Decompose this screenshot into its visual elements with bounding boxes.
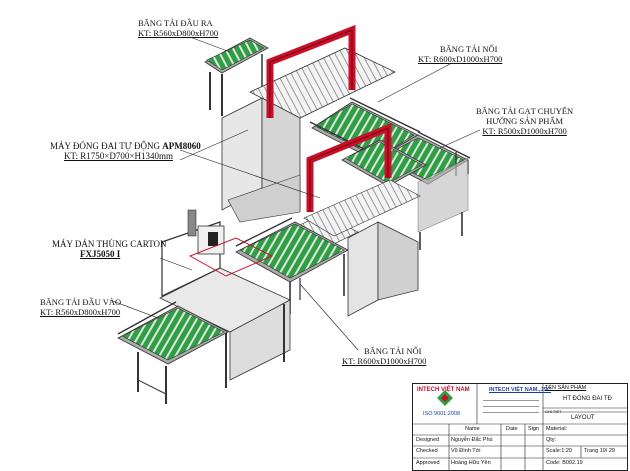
- strapping-machine-title: MÁY ĐÓNG ĐAI TỰ ĐỘNG: [50, 141, 163, 151]
- label-input-conveyor: BĂNG TẢI ĐẦU VÀO KT: R560xD800xH700: [40, 297, 121, 317]
- output-conveyor: [204, 37, 269, 116]
- qty-field: Qty:: [546, 437, 557, 443]
- row-approved-name: Hoàng Hữu Yên: [451, 460, 491, 466]
- scale-field: Scale:1:20: [546, 448, 572, 454]
- input-conveyor-size: KT: R560xD800xH700: [40, 307, 121, 317]
- output-conveyor-size: KT: R560xD800xH700: [138, 28, 219, 38]
- header-name: Name: [465, 426, 480, 432]
- row-checked-name: Vũ Đình Tới: [451, 448, 481, 454]
- project-label: TÊN SẢN PHẨM: [545, 385, 587, 391]
- carton-sealer-title: MÁY DÁN THÙNG CARTON: [52, 239, 167, 249]
- code-field: Code: B002.19: [546, 460, 583, 466]
- output-conveyor-title: BĂNG TẢI ĐẦU RA: [138, 18, 213, 28]
- side-conveyor-size: KT: R500xD1000xH700: [482, 126, 567, 136]
- middle-belt-conveyor: [341, 139, 427, 187]
- row-checked-role: Checked: [416, 448, 438, 454]
- drawing-label: CHI TIẾT: [545, 409, 562, 414]
- input-conveyor-title: BĂNG TẢI ĐẦU VÀO: [40, 297, 122, 307]
- bottom-conveyor-title: BĂNG TẢI NỐI: [364, 346, 422, 356]
- header-sign: Sign: [528, 426, 540, 432]
- row-approved-role: Approved: [416, 460, 440, 466]
- top-conveyor-title: BĂNG TẢI NỐI: [440, 44, 498, 54]
- carton-sealer-model: FXJ5050 I: [80, 249, 121, 259]
- leader-lines: [109, 36, 481, 351]
- strapping-machine-size: KT: R1750×D700×H1340mm: [64, 151, 173, 161]
- title-block-grid: [413, 384, 627, 470]
- company-address: [483, 395, 539, 417]
- strapping-machine-model: APM8060: [162, 141, 201, 151]
- row-designed-role: Designed: [416, 437, 440, 443]
- title-block: INTECH VIỆT NAM ISO 9001:2008 INTECH VIỆ…: [412, 383, 628, 471]
- carton-sealer-machine: [159, 209, 291, 388]
- iso-text: ISO 9001:2008: [423, 411, 461, 417]
- label-strapping-machine: MÁY ĐÓNG ĐAI TỰ ĐỘNG APM8060 KT: R1750×D…: [50, 141, 201, 161]
- header-date: Date: [506, 426, 518, 432]
- side-conveyor-title: BĂNG TẢI GẠT CHUYỂN: [476, 106, 574, 116]
- project-value: HT ĐÓNG ĐAI TĐ: [563, 396, 612, 402]
- row-designed-name: Nguyễn Đắc Phú: [451, 437, 493, 443]
- label-carton-sealer: MÁY DÁN THÙNG CARTON FXJ5050 I: [52, 239, 167, 259]
- upper-strapping-machine: [221, 24, 356, 223]
- lower-connection-conveyor: [235, 217, 349, 314]
- bottom-conveyor-size: KT: R600xD1000xH700: [342, 356, 427, 366]
- material-field: Material:: [546, 426, 568, 432]
- lower-strapping-machine: [289, 122, 421, 317]
- company-name: INTECH VIỆT NAM.,JSC: [489, 387, 552, 393]
- top-conveyor-size: KT: R600xD1000xH700: [418, 54, 503, 64]
- side-conveyor-subtitle: HƯỚNG SẢN PHẨM: [486, 116, 564, 126]
- label-bottom-connection-conveyor: BĂNG TẢI NỐI KT: R600xD1000xH700: [342, 346, 426, 366]
- page-field: Trang 19/ 29: [584, 448, 615, 454]
- logo-text: INTECH VIỆT NAM: [417, 387, 470, 393]
- label-side-conveyor: BĂNG TẢI GẠT CHUYỂN HƯỚNG SẢN PHẨM KT: R…: [476, 106, 573, 136]
- drawing-value: LAYOUT: [571, 415, 595, 421]
- input-conveyor: [117, 301, 229, 404]
- label-top-connection-conveyor: BĂNG TẢI NỐI KT: R600xD1000xH700: [418, 44, 502, 64]
- label-output-conveyor: BĂNG TẢI ĐẦU RA KT: R560xD800xH700: [138, 18, 218, 38]
- side-diverter-conveyor: [377, 131, 471, 250]
